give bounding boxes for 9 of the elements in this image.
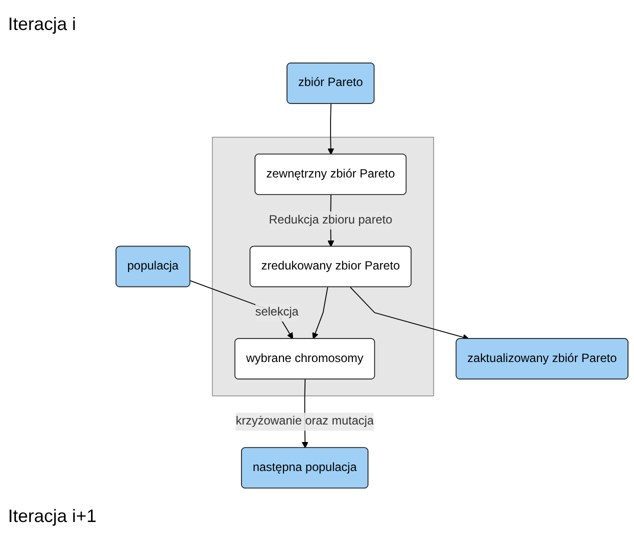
arrow	[328, 103, 334, 155]
edge-label: Redukcja zbioru pareto	[268, 214, 392, 226]
arrow	[350, 286, 470, 340]
iteration-label: Iteracja i+1	[8, 506, 98, 527]
edge-label: krzyżowanie oraz mutacja	[236, 414, 374, 428]
cluster	[212, 136, 434, 396]
iteration-label: Iteracja i	[8, 14, 78, 35]
arrow	[312, 286, 328, 340]
edge-label: selekcja	[255, 306, 299, 319]
